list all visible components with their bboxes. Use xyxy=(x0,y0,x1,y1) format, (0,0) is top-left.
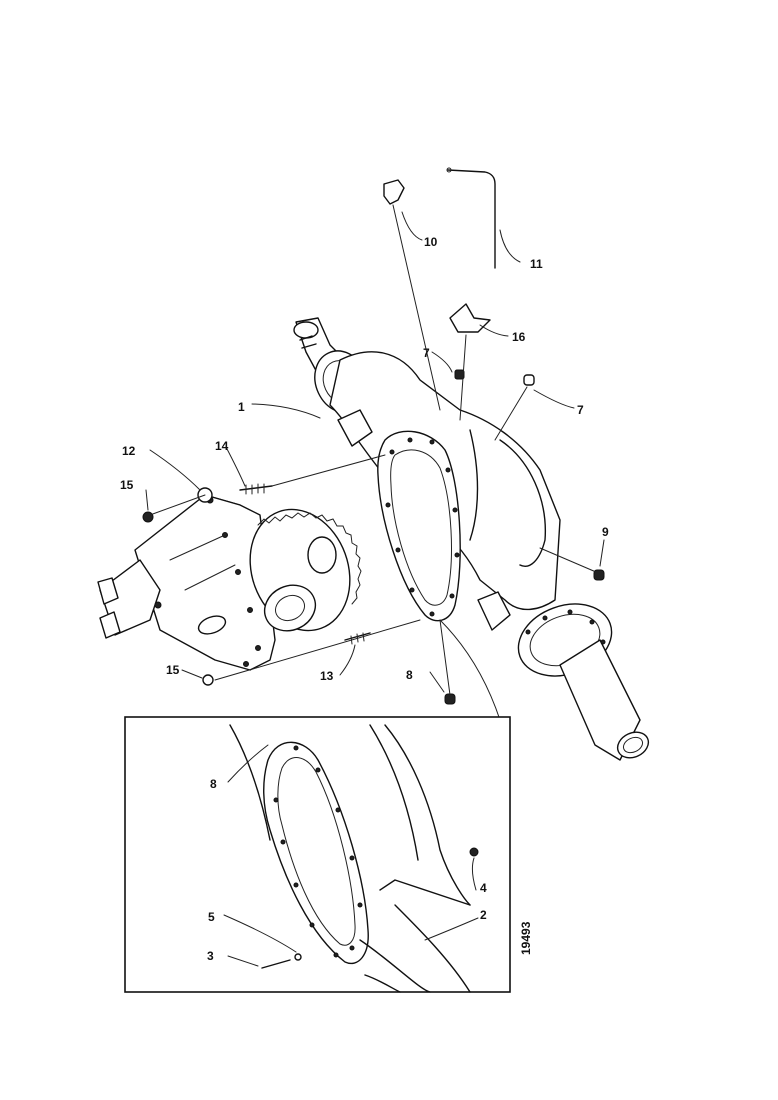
housing-opening-gasket xyxy=(377,430,461,622)
differential-carrier xyxy=(97,494,362,671)
callout-15-top: 15 xyxy=(120,478,134,492)
axle-housing xyxy=(293,317,650,761)
callout-15-bottom: 15 xyxy=(166,663,180,677)
assembly-lines xyxy=(149,204,597,721)
callout-14: 14 xyxy=(215,439,229,453)
callout-3: 3 xyxy=(207,949,214,963)
callout-8-main: 8 xyxy=(406,668,413,682)
small-parts xyxy=(142,167,605,705)
callout-5: 5 xyxy=(208,910,215,924)
callout-9: 9 xyxy=(602,525,609,539)
callout-16: 16 xyxy=(512,330,526,344)
callout-8-inset: 8 xyxy=(210,777,217,791)
callout-10: 10 xyxy=(424,235,438,249)
drawing-number: 19493 xyxy=(519,921,533,955)
callout-13: 13 xyxy=(320,669,334,683)
callout-2: 2 xyxy=(480,908,487,922)
callout-1: 1 xyxy=(238,400,245,414)
callout-11: 11 xyxy=(530,257,543,271)
callout-7-right: 7 xyxy=(577,403,584,417)
detail-inset xyxy=(124,716,511,993)
callout-4: 4 xyxy=(480,881,487,895)
callout-12: 12 xyxy=(122,444,136,458)
leader-lines xyxy=(145,211,605,967)
callout-7-left: 7 xyxy=(423,346,430,360)
